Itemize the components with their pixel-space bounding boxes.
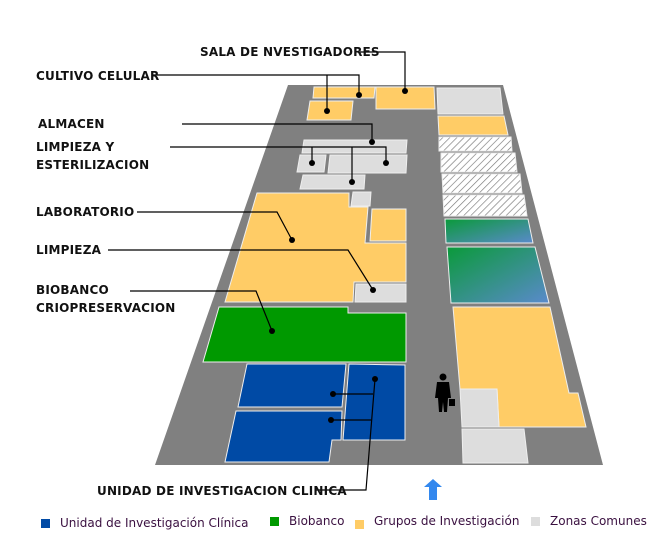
swatch-icon xyxy=(41,518,50,528)
legend: Unidad de Investigación Clínica Biobanco… xyxy=(0,513,665,533)
legend-label: Unidad de Investigación Clínica xyxy=(60,516,249,530)
label-limpieza: LIMPIEZA xyxy=(36,243,102,257)
zone-hatched xyxy=(441,173,523,194)
label-sala: SALA DE NVESTIGADORES xyxy=(200,45,380,59)
entrance-arrow-icon xyxy=(424,479,442,500)
zone-clinical xyxy=(224,410,343,463)
zone-common xyxy=(350,191,372,207)
label-esterilizacion: ESTERILIZACION xyxy=(36,158,150,172)
zone-gradient xyxy=(444,218,534,244)
zone-common xyxy=(459,388,500,428)
zone-hatched xyxy=(442,194,528,217)
zone-sala xyxy=(375,86,436,110)
zone-hatched xyxy=(440,152,518,173)
swatch-icon xyxy=(531,516,540,526)
label-biobanco: BIOBANCO xyxy=(36,283,109,297)
legend-label: Biobanco xyxy=(289,514,345,528)
zone-common xyxy=(461,428,529,464)
label-unidad: UNIDAD DE INVESTIGACION CLINICA xyxy=(97,484,347,498)
marker-dots xyxy=(269,88,408,423)
zone-biobanco xyxy=(202,306,407,363)
legend-item-biobanco: Biobanco xyxy=(270,514,344,528)
swatch-icon xyxy=(355,520,364,529)
label-laboratorio: LABORATORIO xyxy=(36,205,135,219)
zone-esterilizacion xyxy=(327,154,408,174)
label-limpieza-y: LIMPIEZA Y xyxy=(36,140,115,154)
zone-gradient xyxy=(446,246,550,304)
legend-item-groups: Grupos de Investigación xyxy=(355,512,519,529)
legend-item-clinical: Unidad de Investigación Clínica xyxy=(41,516,248,530)
zone-common xyxy=(436,87,504,115)
zone-laboratorio xyxy=(224,192,407,303)
legend-item-common: Zonas Comunes xyxy=(531,514,647,528)
zone-esterilizacion xyxy=(299,174,366,190)
zone-hatched xyxy=(438,136,513,152)
person-icon xyxy=(435,373,455,412)
zone-group xyxy=(369,208,407,242)
legend-label: Zonas Comunes xyxy=(550,514,647,528)
legend-label: Grupos de Investigación xyxy=(374,513,520,528)
leader-lines xyxy=(108,51,406,491)
label-almacen: ALMACEN xyxy=(38,117,105,131)
zone-limpieza xyxy=(354,283,407,303)
label-cultivo: CULTIVO CELULAR xyxy=(36,69,160,83)
label-criopreservacion: CRIOPRESERVACION xyxy=(36,301,176,315)
zone-clinical xyxy=(237,363,347,408)
zone-cultivo-1 xyxy=(312,86,376,99)
zone-cultivo-2 xyxy=(306,100,354,121)
zone-group xyxy=(437,115,509,136)
zone-clinical xyxy=(342,363,406,441)
swatch-icon xyxy=(270,516,279,526)
